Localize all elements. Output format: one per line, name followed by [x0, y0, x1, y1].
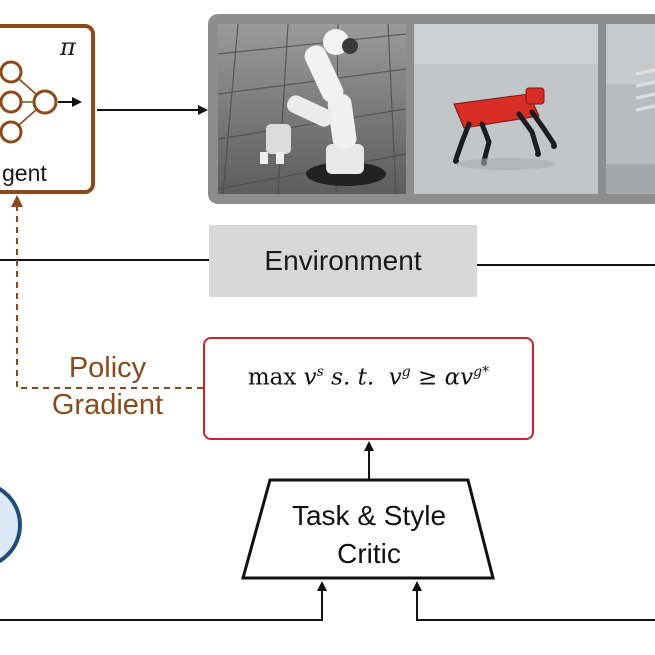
bottom-right-feed-line: [412, 581, 655, 621]
terrain-panel: [606, 24, 655, 194]
objective-vs: v: [303, 364, 317, 391]
environment-label-box: [209, 225, 477, 297]
objective-gstar-sup: g*: [473, 364, 490, 380]
policy-gradient-line2: Gradient: [51, 389, 164, 421]
objective-alpha-v: αv: [444, 364, 474, 391]
objective-vg: v: [388, 364, 402, 391]
objective-box: [203, 337, 534, 440]
policy-gradient-label: Policy Gradient: [40, 350, 175, 424]
agent-label: gent: [2, 160, 47, 186]
objective-st: s. t.: [331, 364, 375, 391]
objective-geq: ≥: [418, 364, 438, 391]
critic-label: Task & Style Critic: [256, 497, 482, 573]
bottom-left-feed-line: [0, 581, 327, 621]
policy-gradient-dashed-arrow: [11, 195, 203, 389]
quadruped-robot-panel: [414, 24, 598, 194]
critic-label-line1: Task & Style: [291, 500, 447, 531]
objective-max: max: [247, 364, 297, 391]
critic-label-line2: Critic: [337, 538, 401, 569]
policy-symbol: π: [60, 33, 76, 61]
left-circle-node: [0, 486, 22, 564]
objective-s-sup: s: [316, 364, 324, 380]
critic-block: [241, 478, 495, 580]
objective-formula: max vs s. t. vg ≥ αvg*: [203, 364, 534, 391]
policy-gradient-line1: Policy: [68, 352, 147, 384]
objective-g-sup: g: [401, 364, 411, 380]
robot-arm-panel: [218, 24, 406, 194]
environment-label: Environment: [264, 245, 422, 276]
